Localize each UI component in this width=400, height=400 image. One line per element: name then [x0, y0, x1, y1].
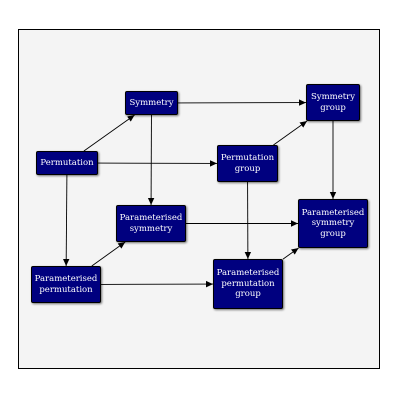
edge-permutation-to-symmetry [83, 114, 135, 152]
node-parameterised-permutation-group[interactable]: Parameterised permutation group [213, 259, 283, 309]
edge-permutation-to-parameterised-permutation [63, 174, 70, 267]
node-permutation-group[interactable]: Permutation group [217, 145, 278, 182]
node-symmetry-group[interactable]: Symmetry group [306, 84, 360, 121]
node-parameterised-symmetry-group[interactable]: Parameterised symmetry group [298, 199, 368, 248]
edge-parameterised-permutation-to-parameterised-symmetry [91, 241, 126, 267]
edge-permutation-group-to-symmetry-group [273, 120, 308, 146]
node-parameterised-symmetry[interactable]: Parameterised symmetry [116, 205, 186, 242]
node-permutation[interactable]: Permutation [36, 151, 98, 175]
node-parameterised-permutation[interactable]: Parameterised permutation [31, 266, 101, 303]
edge-parameterised-permutation-group-to-parameterised-symmetry-group [282, 247, 299, 260]
node-symmetry[interactable]: Symmetry [125, 91, 178, 115]
